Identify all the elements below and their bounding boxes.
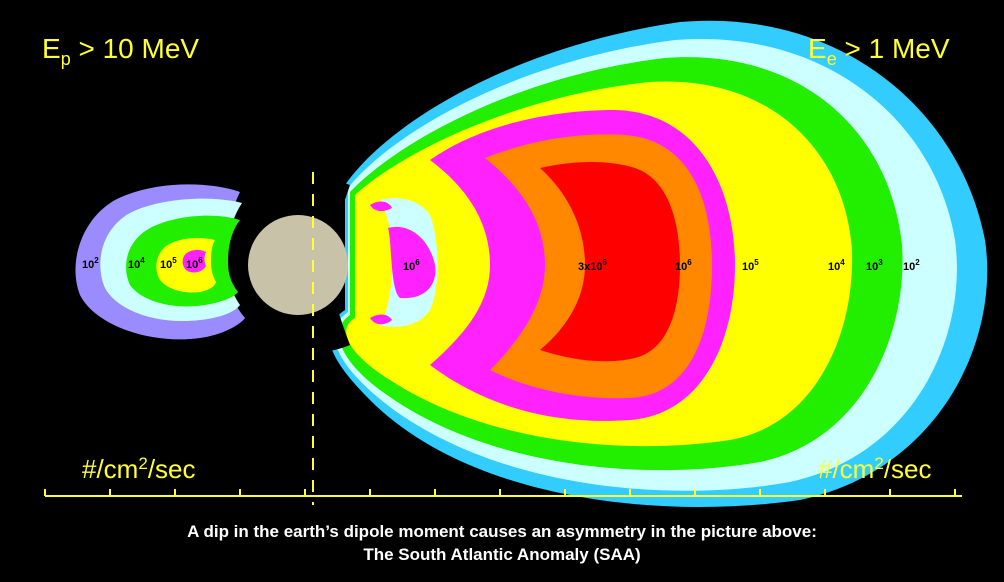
flux-unit-left: #/cm2/sec [82, 454, 196, 484]
proton-belt [75, 184, 245, 340]
proton-value-label: 105 [160, 256, 177, 271]
electron-value-label: 104 [828, 258, 845, 273]
earth [248, 215, 348, 315]
inner-zone-magenta [388, 226, 436, 299]
electron-value-label: 106 [403, 258, 420, 273]
inner-zone-magenta-bottom [370, 314, 392, 325]
proton-value-label: 104 [128, 256, 145, 271]
electron-value-label: 102 [903, 258, 920, 273]
distance-scale-axis [44, 489, 962, 497]
belt-region-red [540, 162, 680, 362]
proton-energy-label: Ep > 10 MeV [42, 33, 199, 69]
flux-unit-right: #/cm2/sec [818, 454, 932, 484]
inner-zone-magenta-top [370, 201, 392, 212]
proton-value-label: 106 [186, 256, 203, 271]
electron-value-label: 103 [866, 258, 883, 273]
electron-value-label: 106 [675, 258, 692, 273]
belt-region-magenta-p [182, 249, 206, 273]
electron-belt [329, 20, 988, 507]
caption-line-1: A dip in the earth’s dipole moment cause… [187, 522, 817, 541]
electron-value-label: 3x106 [578, 258, 607, 273]
electron-energy-label: Ee > 1 MeV [808, 33, 950, 69]
caption-line-2: The South Atlantic Anomaly (SAA) [363, 545, 640, 564]
electron-value-label: 105 [742, 258, 759, 273]
proton-value-label: 102 [82, 256, 99, 271]
